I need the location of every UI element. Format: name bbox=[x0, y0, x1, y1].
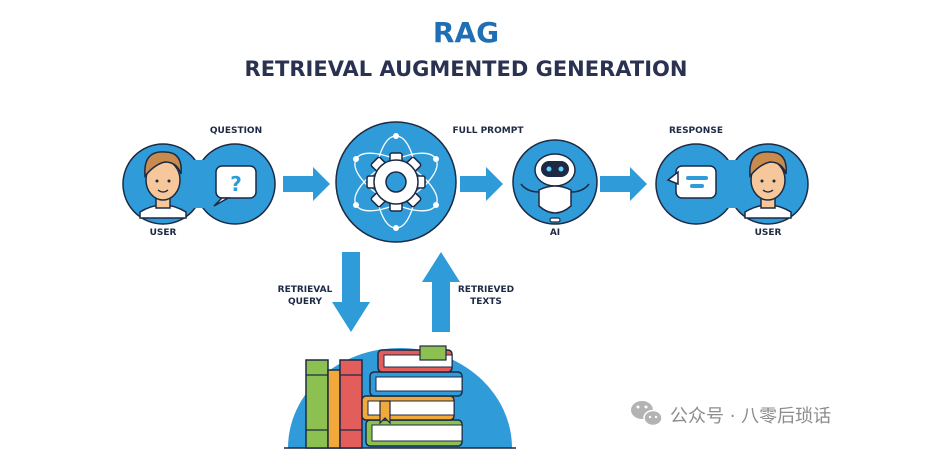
label-question: QUESTION bbox=[210, 126, 262, 136]
diagram-title: RAG bbox=[433, 16, 499, 49]
speech-bubble-icon bbox=[666, 165, 717, 199]
wechat-icon bbox=[631, 401, 663, 427]
user-question-node: ? bbox=[122, 143, 276, 225]
label-user-left: USER bbox=[150, 228, 177, 238]
label-retrieved-line1: RETRIEVED bbox=[458, 285, 514, 295]
user-face-icon bbox=[139, 151, 187, 219]
label-ai: AI bbox=[550, 228, 560, 238]
arrow-right-icon bbox=[283, 167, 330, 201]
speech-bubble-icon: ? bbox=[213, 165, 257, 207]
label-full-prompt: FULL PROMPT bbox=[453, 126, 525, 136]
watermark-text: 公众号 · 八零后琐话 bbox=[670, 406, 831, 427]
arrow-up-icon bbox=[422, 252, 460, 332]
watermark: 公众号 · 八零后琐话 bbox=[631, 401, 831, 427]
question-mark: ? bbox=[230, 172, 242, 196]
retriever-gear-node bbox=[335, 121, 457, 243]
label-retrieval-line1: RETRIEVAL bbox=[278, 285, 333, 295]
diagram-subtitle: RETRIEVAL AUGMENTED GENERATION bbox=[245, 57, 688, 81]
robot-icon bbox=[520, 153, 590, 223]
arrow-right-icon bbox=[600, 167, 647, 201]
arrow-right-icon bbox=[460, 167, 503, 201]
label-user-right: USER bbox=[755, 228, 782, 238]
books-icon bbox=[284, 345, 516, 449]
gear-icon bbox=[366, 152, 426, 212]
label-retrieved-line2: TEXTS bbox=[470, 297, 502, 307]
response-user-node bbox=[655, 143, 809, 225]
label-response: RESPONSE bbox=[669, 126, 723, 136]
user-face-icon bbox=[744, 151, 792, 219]
label-retrieval-line2: QUERY bbox=[288, 297, 323, 307]
ai-robot-node bbox=[512, 139, 598, 225]
arrow-down-icon bbox=[332, 252, 370, 332]
